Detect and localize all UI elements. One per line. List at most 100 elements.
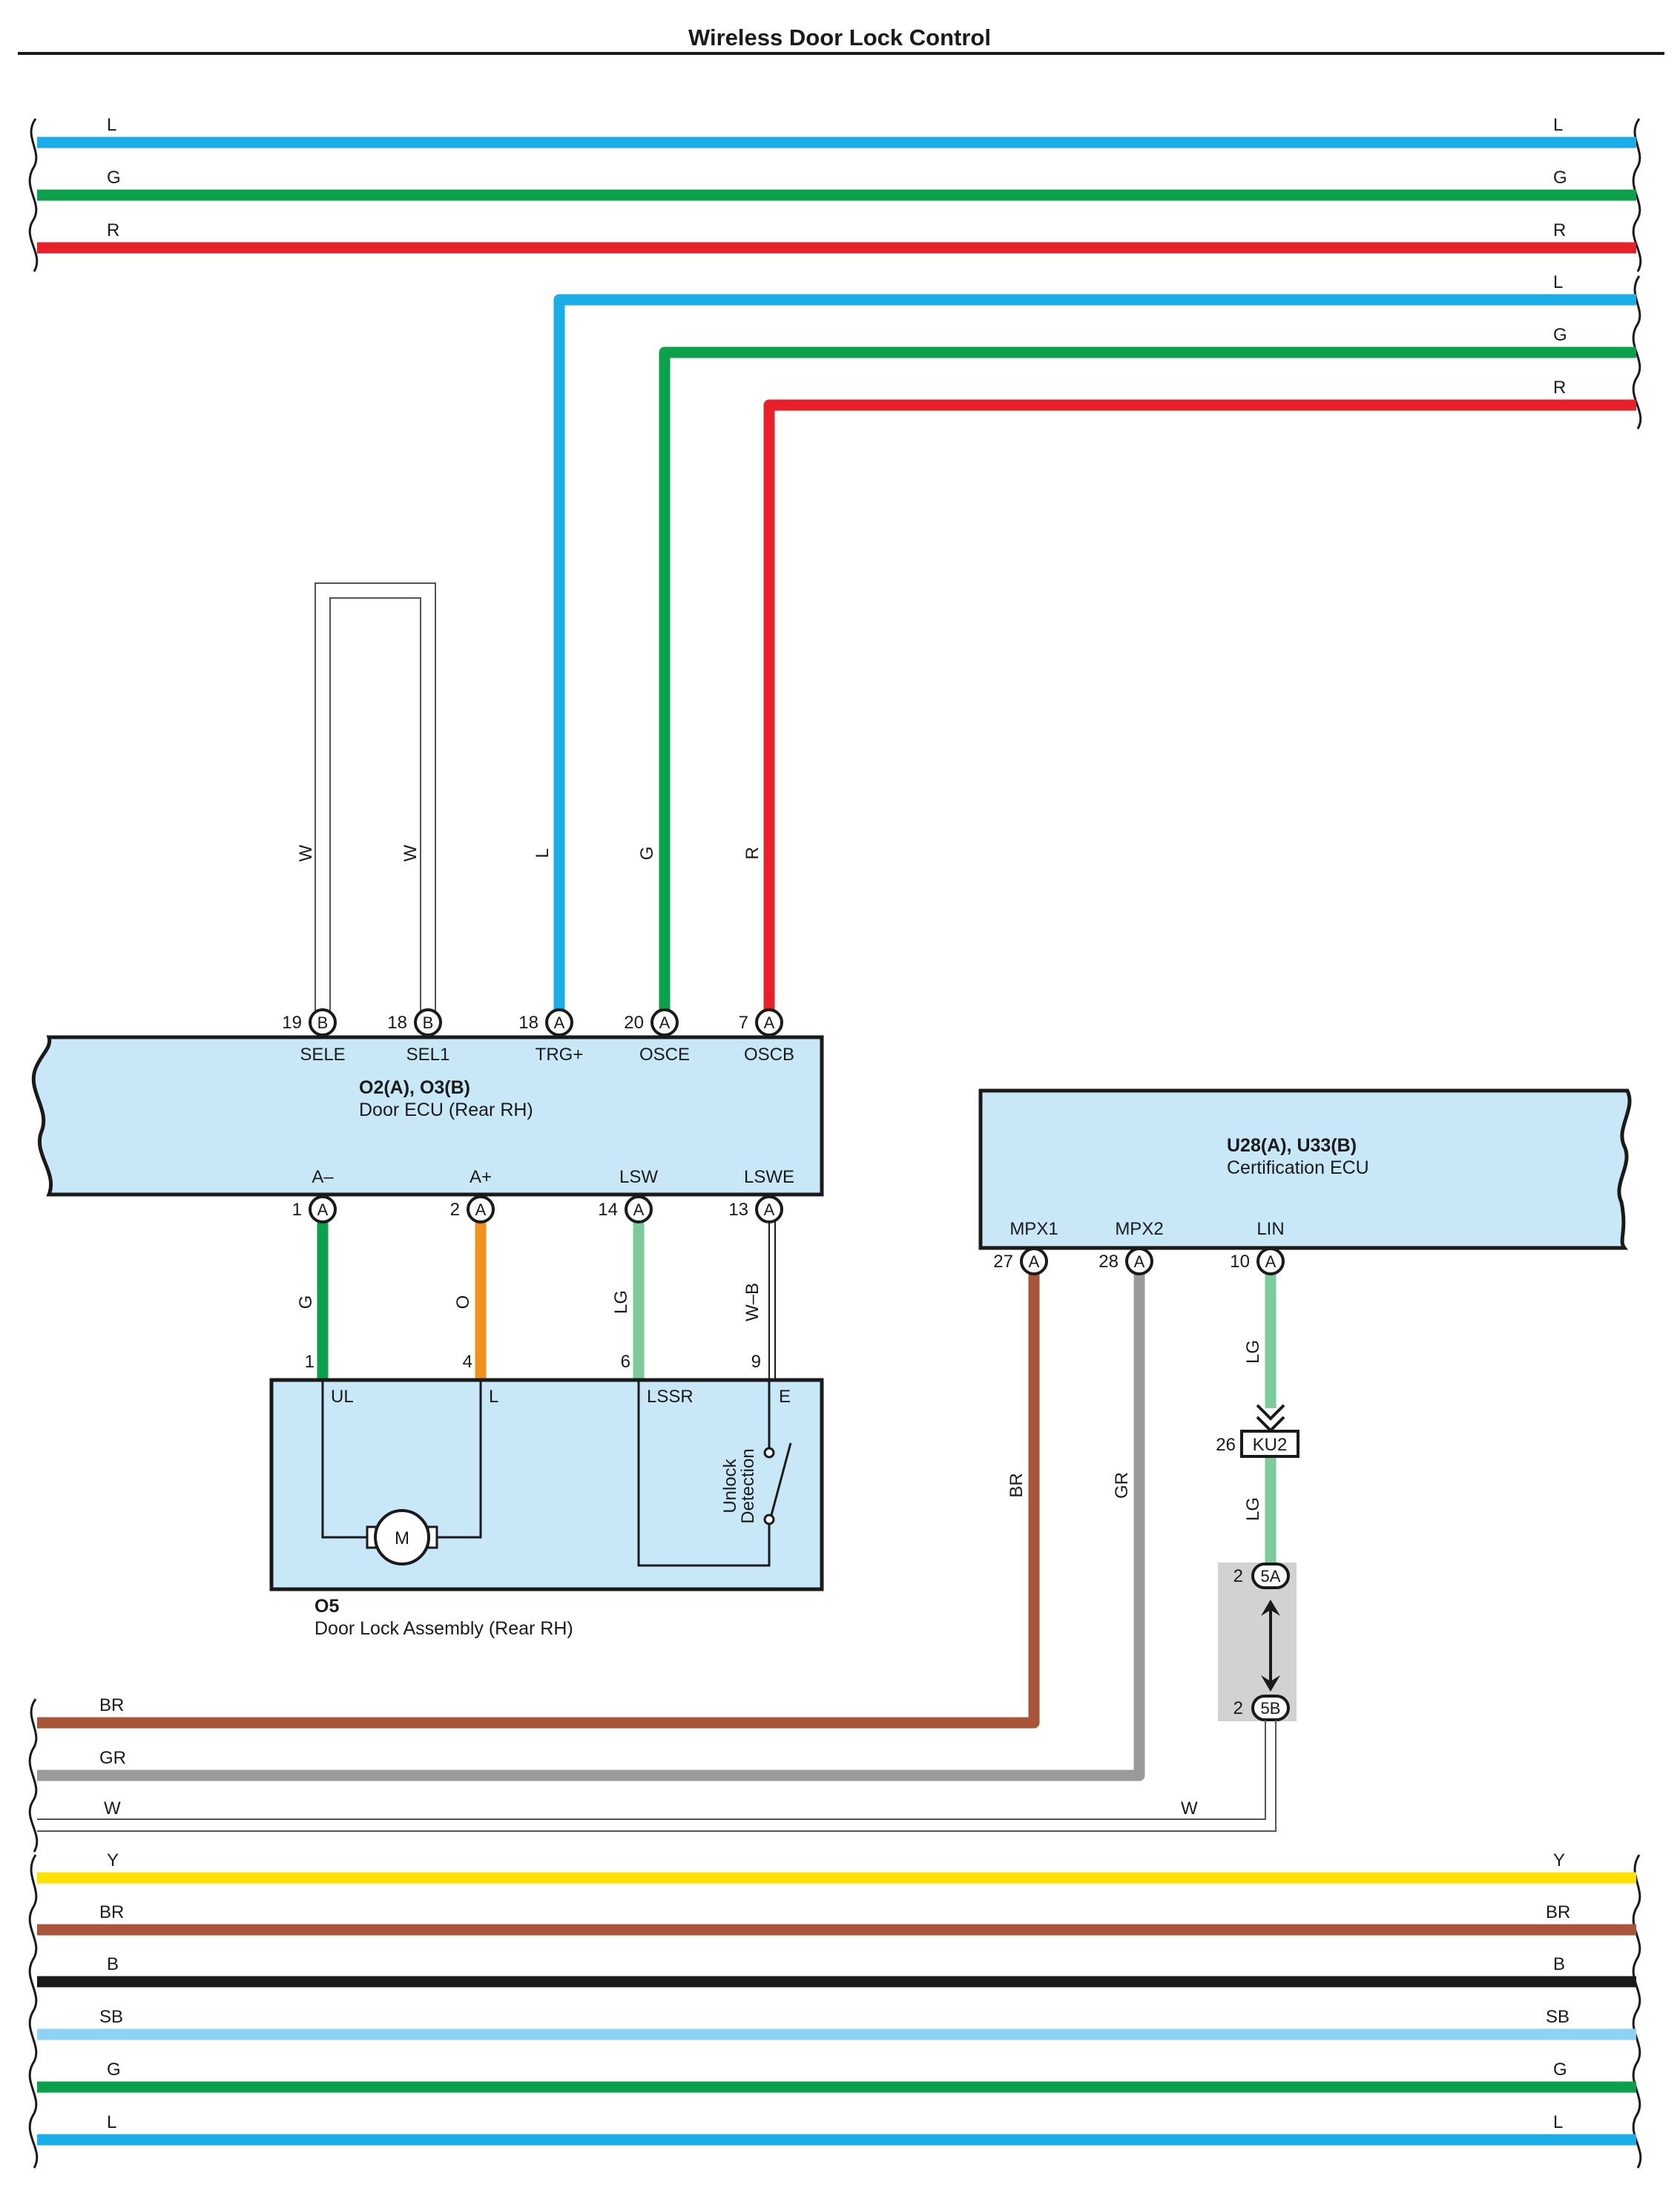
lock-pin-num-4: 4	[463, 1352, 472, 1372]
door-ecu-signal-sele: SELE	[300, 1045, 345, 1065]
wire-osce-g	[659, 346, 1636, 1022]
pin-conn-a-minus: A	[317, 1200, 329, 1219]
junction-5b-pin: 2	[1233, 1698, 1243, 1718]
door-ecu: O2(A), O3(B) Door ECU (Rear RH) SELE SEL…	[31, 1035, 824, 1197]
motor-symbol: M	[395, 1528, 409, 1548]
bottom-bus-label-b-right: B	[1553, 1954, 1565, 1974]
bottom-bus: Y BR B SB G L Y BR B SB G L	[28, 1850, 1642, 2169]
pin-marker-lin	[1256, 1247, 1285, 1275]
door-ecu-upper-wires: L G R	[553, 272, 1642, 1022]
bottom-bus-label-br-right: BR	[1546, 1902, 1570, 1922]
junction-arrow-up-icon	[1261, 1600, 1280, 1616]
bottom-bus-label-g-right: G	[1553, 2060, 1567, 2080]
bottom-bus-wavy-break-left	[28, 1854, 39, 2169]
upper-label-g-right: G	[1553, 325, 1567, 345]
wire-mpx1-br	[37, 1261, 1040, 1729]
certification-ecu-body	[978, 1088, 1632, 1250]
lower-w-wire: W	[37, 1720, 1277, 1832]
wire-label-sel1: W	[401, 844, 421, 861]
lower-left-label-br: BR	[99, 1695, 124, 1715]
door-ecu-signal-oscb: OSCB	[744, 1045, 794, 1065]
upper-label-l-right: L	[1553, 272, 1563, 292]
door-ecu-signal-lswe: LSWE	[744, 1167, 794, 1187]
pin-num-lswe: 13	[728, 1200, 748, 1220]
wire-label-trg-plus: L	[533, 848, 553, 858]
door-lock-name: O5	[314, 1596, 339, 1617]
bottom-bus-label-l-right: L	[1553, 2112, 1563, 2132]
connector-ku2-name: KU2	[1253, 1435, 1288, 1455]
door-ecu-to-lock-wires: G O LG W–B 1 4 6 9	[296, 1209, 776, 1380]
door-lock-description: Door Lock Assembly (Rear RH)	[314, 1618, 573, 1639]
pin-conn-mpx1: A	[1029, 1252, 1040, 1271]
junction-connector: 5A 2 5B 2	[1218, 1563, 1297, 1721]
cert-ecu-signal-mpx2: MPX2	[1115, 1219, 1163, 1239]
pin-num-a-plus: 2	[450, 1200, 460, 1220]
bottom-bus-label-br-left: BR	[99, 1902, 124, 1922]
cert-ecu-signal-mpx1: MPX1	[1009, 1219, 1058, 1239]
diagram-title: Wireless Door Lock Control	[688, 24, 991, 50]
door-ecu-signal-a-minus: A–	[312, 1167, 334, 1187]
pin-marker-sel1	[414, 1008, 442, 1036]
junction-5a-name: 5A	[1261, 1567, 1281, 1586]
pin-marker-lswe	[755, 1195, 783, 1223]
pin-marker-lsw	[625, 1195, 653, 1223]
wire-label-lin-upper: LG	[1243, 1340, 1263, 1364]
lock-pin-num-6: 6	[621, 1352, 630, 1372]
cert-ecu-wires: BR GR LG LG	[37, 1261, 1277, 1781]
lower-left-label-gr: GR	[99, 1748, 126, 1768]
pin-conn-lin: A	[1265, 1252, 1277, 1271]
top-bus-label-l-left: L	[107, 115, 116, 135]
wire-label-w-right: W	[1181, 1798, 1198, 1818]
top-bus-label-g-left: G	[107, 168, 121, 188]
upper-wavy-break-right	[1632, 275, 1642, 430]
wire-trg-plus-l	[553, 294, 1636, 1022]
wire-sele-sel1-loop-inner	[329, 597, 421, 1022]
wire-label-lsw: LG	[611, 1290, 631, 1314]
switch-contact-top	[763, 1447, 775, 1459]
wire-mpx2-gr	[37, 1261, 1145, 1781]
door-ecu-bottom-pins: A 1 A 2 A 14 A 13	[292, 1195, 783, 1223]
door-lock-assembly-body	[269, 1378, 824, 1591]
top-bus-label-r-left: R	[107, 220, 119, 240]
wire-label-osce: G	[637, 847, 657, 861]
top-bus-wavy-break-right	[1632, 118, 1642, 272]
lower-left-wavy-break	[28, 1698, 39, 1853]
motor-circuit-wire	[321, 1380, 482, 1539]
bottom-bus-label-sb-left: SB	[99, 2007, 123, 2027]
bottom-bus-label-g-left: G	[107, 2060, 121, 2080]
wire-label-oscb: R	[742, 847, 762, 859]
wire-w-inner	[37, 1720, 1266, 1820]
pin-num-mpx2: 28	[1098, 1252, 1119, 1272]
bottom-bus-label-sb-right: SB	[1546, 2007, 1569, 2027]
door-ecu-body	[31, 1035, 824, 1197]
bottom-bus-label-y-left: Y	[107, 1850, 119, 1870]
pin-num-sel1: 18	[387, 1013, 407, 1033]
wire-label-lswe: W–B	[742, 1283, 762, 1321]
junction-5a-marker	[1251, 1563, 1290, 1589]
pin-conn-lswe: A	[764, 1200, 775, 1219]
sele-sel1-loop	[314, 582, 436, 1022]
pin-num-lin: 10	[1230, 1252, 1250, 1272]
junction-background	[1218, 1563, 1297, 1721]
motor-icon	[374, 1509, 430, 1565]
wire-label-sele: W	[296, 844, 316, 861]
top-bus-label-l-right: L	[1553, 115, 1563, 135]
lock-pin-num-1: 1	[305, 1352, 314, 1372]
top-bus: L G R L G R	[28, 115, 1642, 272]
junction-arrow-down-icon	[1261, 1675, 1280, 1692]
top-bus-wavy-break-left	[28, 118, 39, 272]
pin-conn-trg-plus: A	[554, 1013, 565, 1032]
certification-ecu: U28(A), U33(B) Certification ECU MPX1 MP…	[978, 1088, 1632, 1250]
switch-blade-icon	[770, 1442, 792, 1516]
switch-circuit-wire	[637, 1380, 771, 1567]
pin-marker-sele	[309, 1008, 337, 1036]
pin-marker-a-minus	[309, 1195, 337, 1223]
pin-conn-mpx2: A	[1134, 1252, 1145, 1271]
pin-num-oscb: 7	[739, 1013, 748, 1033]
cert-ecu-signal-lin: LIN	[1256, 1219, 1284, 1239]
switch-contact-bottom	[763, 1514, 775, 1525]
terminal-e: E	[779, 1387, 791, 1407]
pin-num-mpx1: 27	[993, 1252, 1013, 1272]
pin-conn-oscb: A	[764, 1013, 775, 1032]
